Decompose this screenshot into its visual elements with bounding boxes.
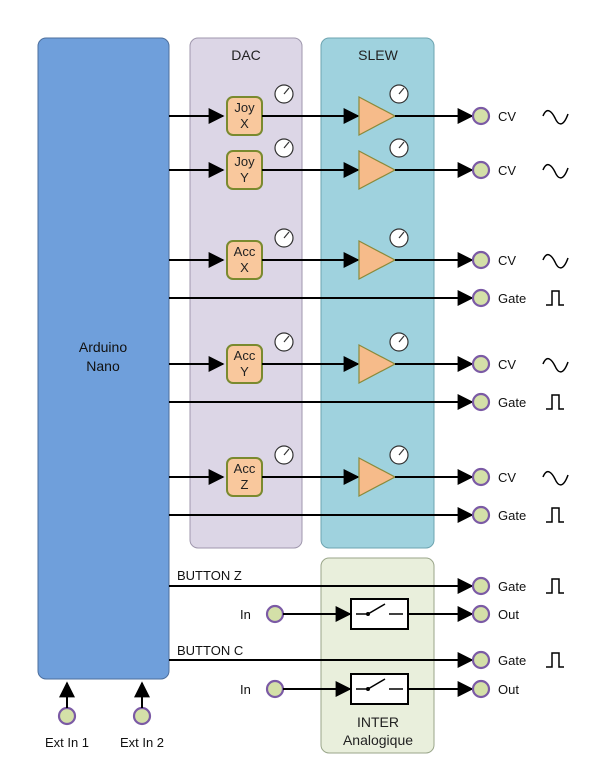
gate-output-jack[interactable] [471, 576, 491, 596]
pulse-wave-icon [546, 652, 564, 668]
analog-output-label: Out [498, 682, 519, 697]
pulse-wave-icon [546, 507, 564, 523]
dac-channel-label-line2: Z [241, 477, 249, 492]
cv-output-label: CV [498, 253, 516, 268]
slew-panel-title: SLEW [358, 47, 398, 63]
slew-amplifier [358, 240, 397, 280]
slew-rate-knob[interactable] [389, 445, 409, 465]
dac-channel-label-line2: X [240, 116, 249, 131]
gate-output-jack[interactable] [471, 288, 491, 308]
cv-output-label: CV [498, 470, 516, 485]
cv-output-jack[interactable] [471, 160, 491, 180]
gate-output-label: Gate [498, 395, 526, 410]
analog-input-jack[interactable] [265, 604, 285, 624]
ext-in-1-label: Ext In 1 [45, 735, 89, 750]
analog-input-label: In [240, 607, 251, 622]
gate-output-label: Gate [498, 579, 526, 594]
analog-input-jack[interactable] [265, 679, 285, 699]
dac-channel-label-line1: Acc [234, 461, 256, 476]
arduino-label-line1: Arduino [79, 339, 127, 355]
sine-wave-icon [542, 253, 569, 269]
cv-output-label: CV [498, 163, 516, 178]
analog-switch-icon [350, 598, 409, 630]
gate-output-jack[interactable] [471, 392, 491, 412]
gate-output-label: Gate [498, 508, 526, 523]
dac-channel-label-line2: Y [240, 364, 249, 379]
analog-output-jack[interactable] [471, 604, 491, 624]
gate-output-label: Gate [498, 653, 526, 668]
dac-trim-knob[interactable] [274, 332, 294, 352]
sine-wave-icon [542, 470, 569, 486]
analog-input-label: In [240, 682, 251, 697]
arduino-nano-block [37, 37, 170, 680]
cv-output-jack[interactable] [471, 106, 491, 126]
slew-amplifier [358, 96, 397, 136]
slew-rate-knob[interactable] [389, 228, 409, 248]
button-c-label: BUTTON C [177, 643, 243, 658]
dac-channel-label-line2: Y [240, 170, 249, 185]
ext-input-jack[interactable] [57, 706, 77, 726]
dac-channel-label-line1: Acc [234, 348, 256, 363]
slew-rate-knob[interactable] [389, 138, 409, 158]
button-z-label: BUTTON Z [177, 568, 242, 583]
dac-trim-knob[interactable] [274, 445, 294, 465]
arduino-label-line2: Nano [86, 358, 120, 374]
pulse-wave-icon [546, 290, 564, 306]
inter-panel-title-line1: INTER [357, 714, 399, 730]
dac-trim-knob[interactable] [274, 228, 294, 248]
sine-wave-icon [542, 109, 569, 125]
gate-output-label: Gate [498, 291, 526, 306]
cv-output-label: CV [498, 357, 516, 372]
analog-output-jack[interactable] [471, 679, 491, 699]
dac-trim-knob[interactable] [274, 138, 294, 158]
dac-trim-knob[interactable] [274, 84, 294, 104]
slew-rate-knob[interactable] [389, 332, 409, 352]
sine-wave-icon [542, 163, 569, 179]
ext-input-jack[interactable] [132, 706, 152, 726]
cv-output-label: CV [498, 109, 516, 124]
inter-panel-title-line2: Analogique [343, 732, 413, 748]
sine-wave-icon [542, 357, 569, 373]
gate-output-jack[interactable] [471, 505, 491, 525]
cv-output-jack[interactable] [471, 354, 491, 374]
slew-rate-knob[interactable] [389, 84, 409, 104]
slew-amplifier [358, 457, 397, 497]
dac-panel-title: DAC [231, 47, 261, 63]
pulse-wave-icon [546, 394, 564, 410]
dac-channel-label-line1: Joy [234, 154, 255, 169]
slew-amplifier [358, 150, 397, 190]
analog-switch-icon [350, 673, 409, 705]
pulse-wave-icon [546, 578, 564, 594]
dac-channel-label-line2: X [240, 260, 249, 275]
ext-in-2-label: Ext In 2 [120, 735, 164, 750]
cv-output-jack[interactable] [471, 250, 491, 270]
analog-output-label: Out [498, 607, 519, 622]
slew-amplifier [358, 344, 397, 384]
cv-output-jack[interactable] [471, 467, 491, 487]
gate-output-jack[interactable] [471, 650, 491, 670]
dac-channel-label-line1: Acc [234, 244, 256, 259]
dac-channel-label-line1: Joy [234, 100, 255, 115]
